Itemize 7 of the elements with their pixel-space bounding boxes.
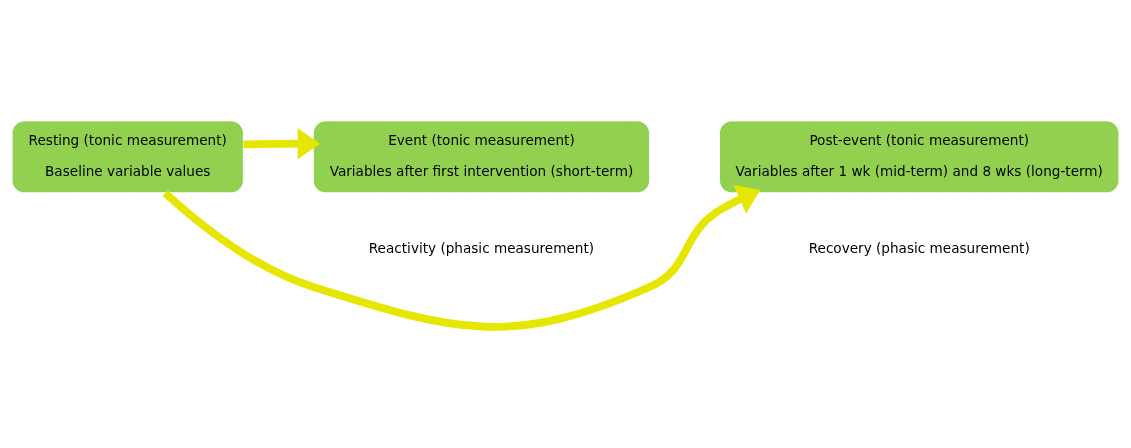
arrow xyxy=(243,128,321,160)
node-box: Event (tonic measurement) Variables after first intervention (short-term) xyxy=(312,120,651,194)
node-box: Resting (tonic measurement) Baseline variable values xyxy=(11,120,244,194)
node-box: Post-event (tonic measurement) Variables after 1 wk (mid-term) and 8 wks (long-term) xyxy=(719,120,1120,194)
label: Recovery (phasic measurement) xyxy=(808,239,1030,256)
arrow xyxy=(162,184,761,331)
label: Reactivity (phasic measurement) xyxy=(368,239,595,256)
